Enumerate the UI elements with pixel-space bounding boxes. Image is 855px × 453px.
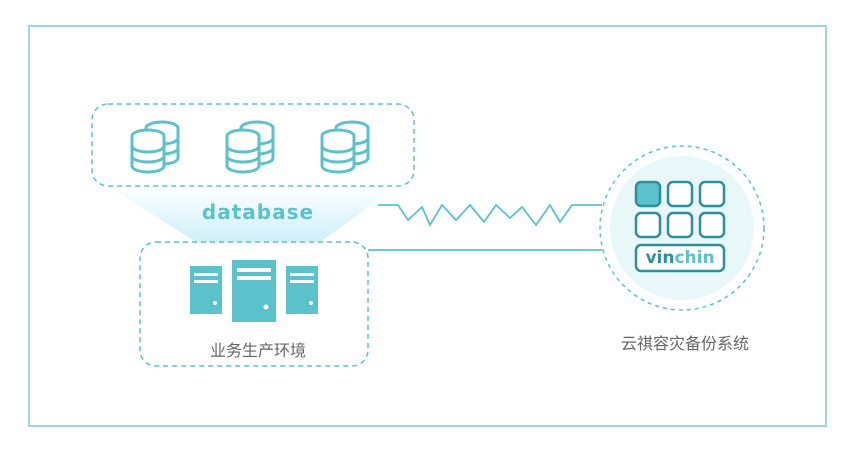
brand-part-2: chin [674,248,715,268]
brand-part-1: vin [645,248,675,268]
connector-beam [108,186,398,242]
vinchin-wordmark: vinchin [637,246,723,270]
backup-system-label: 云祺容灾备份系统 [620,334,749,353]
diagram-frame [28,25,827,427]
production-environment-label: 业务生产环境 [209,341,306,360]
server-icon [190,266,222,314]
network-link-line [378,203,602,227]
server-icon [286,266,318,314]
database-label: database [201,200,315,224]
server-icon [232,260,276,322]
vinchin-logo-icon [634,180,726,273]
